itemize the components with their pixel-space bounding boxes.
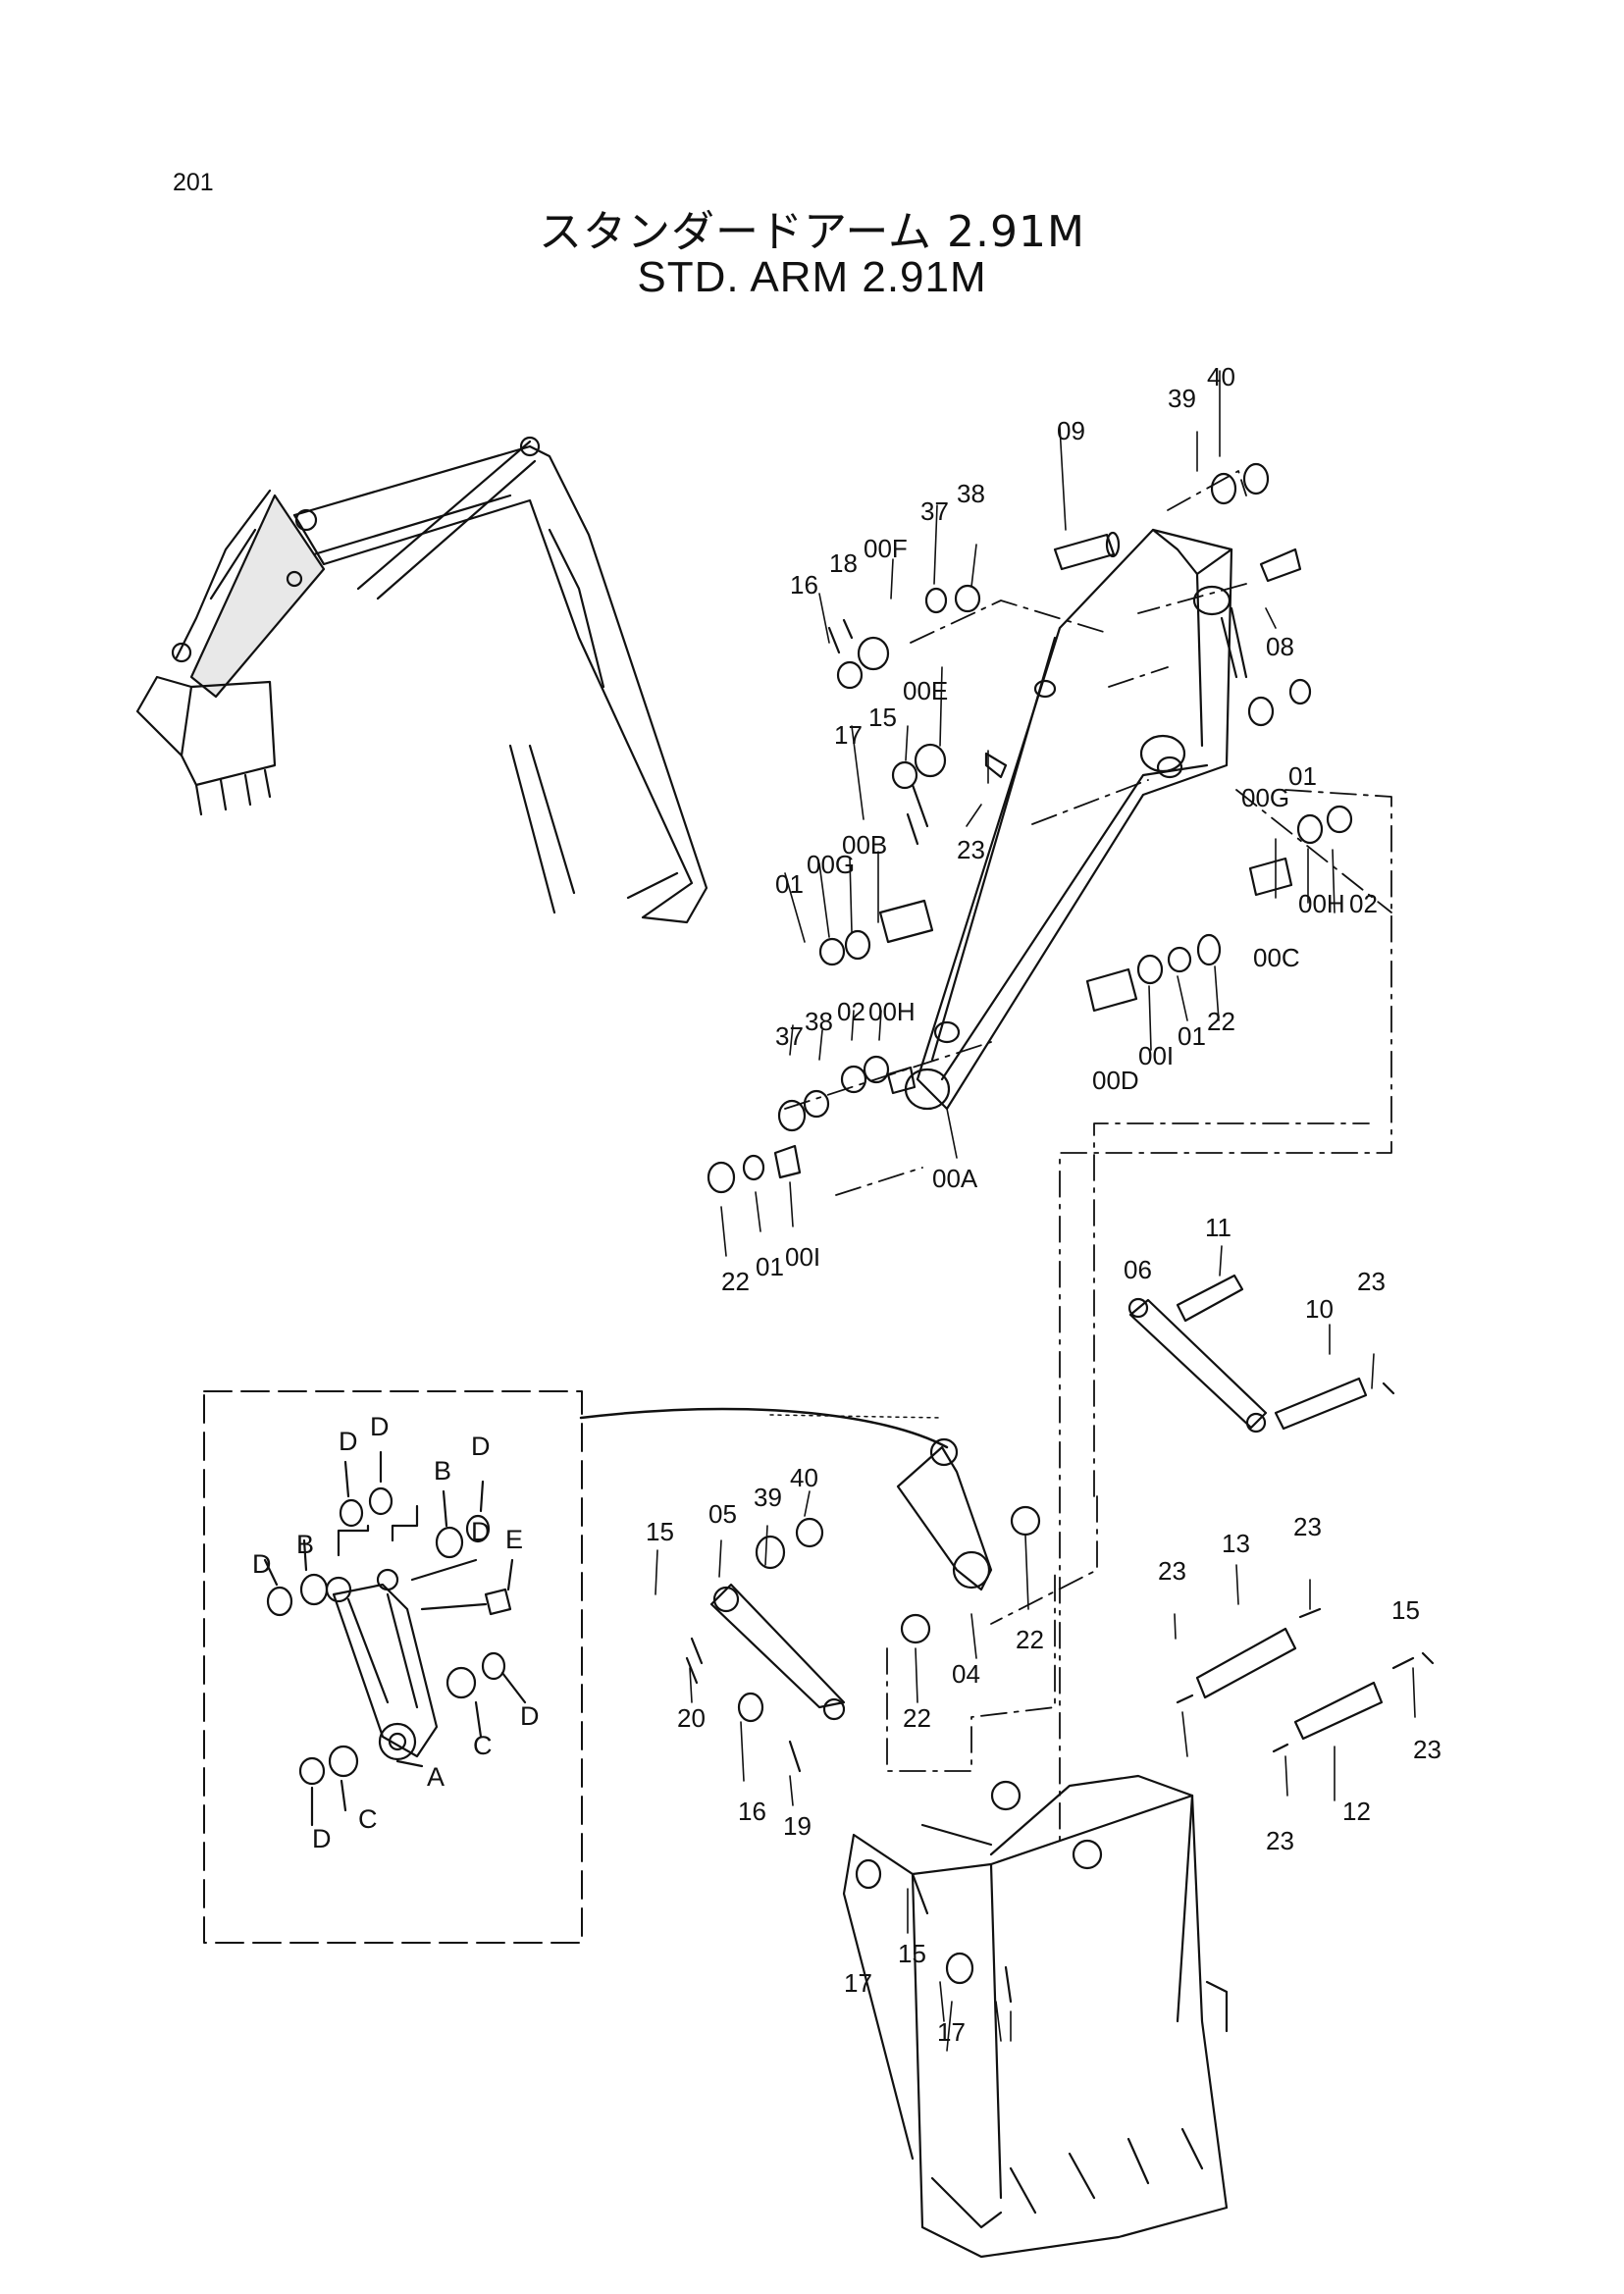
callout-label: 38 (957, 479, 985, 508)
callout-label: 17 (937, 2017, 966, 2047)
callout-label: 15 (898, 1939, 926, 1968)
callout-label: 23 (957, 835, 985, 864)
callout-label: 19 (783, 1811, 812, 1841)
detail-letter: D (471, 1432, 491, 1461)
detail-connector-curve (579, 1407, 949, 1449)
callout-label: 23 (1266, 1826, 1294, 1855)
callout-label: 01 (775, 869, 804, 899)
callout-label: 15 (1391, 1595, 1420, 1625)
callout-label: 00B (842, 830, 887, 860)
callout-label: 38 (805, 1007, 833, 1036)
bucket-drawing (842, 1774, 1229, 2259)
callout-label: 00A (932, 1164, 978, 1193)
callout-label: 37 (775, 1021, 804, 1051)
part-leader-lines (655, 370, 1416, 2052)
detail-letter: D (471, 1517, 491, 1546)
callout-label: 00E (903, 676, 948, 705)
detail-letter: D (370, 1412, 390, 1441)
arm-assembly (904, 528, 1248, 1111)
callout-label: 17 (844, 1968, 872, 1998)
callout-label: 23 (1413, 1735, 1441, 1764)
detail-letter: C (358, 1804, 378, 1834)
callout-label: 01 (756, 1252, 784, 1281)
callout-label: 00H (868, 997, 916, 1026)
callout-label: 22 (903, 1703, 931, 1733)
detail-letter: D (252, 1549, 272, 1579)
callout-label: 00C (1253, 943, 1300, 972)
callout-label: 01 (1178, 1021, 1206, 1051)
callout-labels: 40 39 09 38 37 00F 18 16 08 00E 15 17 00… (646, 362, 1441, 2047)
link-detail-box (203, 1390, 583, 1944)
callout-label: 23 (1158, 1556, 1186, 1586)
callout-label: 00G (807, 850, 855, 879)
detail-letter: B (434, 1456, 451, 1486)
detail-letter: C (473, 1731, 493, 1760)
callout-label: 01 (1288, 761, 1317, 791)
detail-letter: E (505, 1525, 523, 1554)
callout-label: 11 (1205, 1213, 1231, 1242)
callout-label: 20 (677, 1703, 706, 1733)
link-detail-drawing (263, 1450, 527, 1827)
detail-letter-labels: D D D B D B E D C D A C D (252, 1412, 540, 1853)
excavator-overview-drawing (135, 436, 708, 924)
callout-label: 00I (1138, 1041, 1174, 1070)
callout-label: 40 (1207, 362, 1235, 391)
detail-letter: B (296, 1530, 314, 1559)
callout-label: 16 (738, 1797, 766, 1826)
callout-label: 06 (1124, 1255, 1152, 1284)
callout-label: 09 (1057, 416, 1085, 445)
callout-label: 16 (790, 570, 818, 600)
callout-label: 22 (1207, 1007, 1235, 1036)
detail-letter: A (427, 1762, 445, 1792)
callout-label: 15 (646, 1517, 674, 1546)
title-english: STD. ARM 2.91M (637, 253, 987, 301)
callout-label: 40 (790, 1463, 818, 1492)
callout-label: 37 (920, 496, 949, 526)
callout-label: 00D (1092, 1066, 1139, 1095)
page-number: 201 (173, 169, 214, 196)
callout-label: 05 (708, 1499, 737, 1529)
callout-label: 02 (837, 997, 865, 1026)
detail-letter: D (312, 1824, 332, 1853)
callout-label: 00H (1298, 889, 1345, 918)
callout-label: 00F (864, 534, 908, 563)
pins-bushings-washers (685, 462, 1435, 2004)
callout-label: 39 (1168, 384, 1196, 413)
callout-label: 08 (1266, 632, 1294, 661)
callout-label: 39 (754, 1483, 782, 1512)
callout-label: 00G (1241, 783, 1289, 812)
callout-label: 15 (868, 703, 897, 732)
callout-label: 13 (1222, 1529, 1250, 1558)
callout-label: 04 (952, 1659, 980, 1689)
callout-label: 17 (834, 720, 863, 750)
assembly-leader-lines (784, 470, 1392, 1846)
detail-letter: D (520, 1701, 540, 1731)
callout-label: 22 (721, 1267, 750, 1296)
callout-label: 10 (1305, 1294, 1334, 1324)
callout-label: 23 (1357, 1267, 1386, 1296)
detail-dotted-line (769, 1414, 943, 1419)
callout-label: 22 (1016, 1625, 1044, 1654)
callout-label: 23 (1293, 1512, 1322, 1541)
link-assembly (709, 1297, 1268, 1721)
callout-label: 02 (1349, 889, 1378, 918)
callout-label: 12 (1342, 1797, 1371, 1826)
callout-label: 00I (785, 1242, 820, 1272)
detail-letter: D (339, 1427, 358, 1456)
callout-label: 18 (829, 548, 858, 578)
title-japanese: スタンダードアーム 2.91M (539, 207, 1085, 257)
